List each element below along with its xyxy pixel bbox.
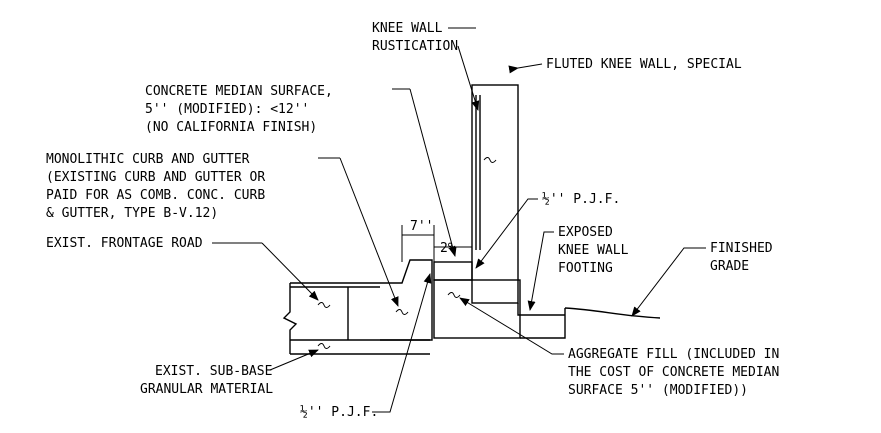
footing-and-grade [517,303,661,339]
svg-text:GRANULAR MATERIAL: GRANULAR MATERIAL [140,382,273,397]
svg-text:SURFACE 5'' (MODIFIED)): SURFACE 5'' (MODIFIED)) [568,383,748,398]
label-exposed-footing: EXPOSED KNEE WALL FOOTING [527,225,629,311]
dimension-7in: 7'' [401,219,435,262]
curb-and-gutter [380,259,433,341]
knee-wall [471,84,519,304]
svg-text:MONOLITHIC CURB AND GUTTER: MONOLITHIC CURB AND GUTTER [46,152,250,167]
granular-symbol [317,343,331,349]
svg-text:FLUTED KNEE WALL, SPECIAL: FLUTED KNEE WALL, SPECIAL [546,57,742,72]
svg-text:THE COST OF CONCRETE MEDIAN: THE COST OF CONCRETE MEDIAN [568,365,779,380]
svg-text:PAID FOR AS COMB. CONC. CURB: PAID FOR AS COMB. CONC. CURB [46,188,265,203]
svg-text:KNEE WALL: KNEE WALL [558,243,629,258]
label-knee-wall-rustication: KNEE WALL RUSTICATION [372,21,480,111]
svg-text:& GUTTER, TYPE B-V.12): & GUTTER, TYPE B-V.12) [46,206,218,221]
label-finished-grade: FINISHED GRADE [631,241,773,317]
svg-text:EXIST. FRONTAGE ROAD: EXIST. FRONTAGE ROAD [46,236,203,251]
dimension-7-label: 7'' [410,219,433,234]
svg-text:CONCRETE MEDIAN SURFACE,: CONCRETE MEDIAN SURFACE, [145,84,333,99]
svg-text:½'' P.J.F.: ½'' P.J.F. [542,192,620,207]
svg-text:EXIST. SUB-BASE: EXIST. SUB-BASE [155,364,272,379]
svg-text:AGGREGATE FILL (INCLUDED IN: AGGREGATE FILL (INCLUDED IN [568,347,779,362]
svg-text:FOOTING: FOOTING [558,261,613,276]
concrete-symbol [317,302,331,308]
svg-text:RUSTICATION: RUSTICATION [372,39,458,54]
label-monolithic-curb: MONOLITHIC CURB AND GUTTER (EXISTING CUR… [46,152,399,307]
frontage-road-slab [282,282,430,355]
svg-text:(NO CALIFORNIA FINISH): (NO CALIFORNIA FINISH) [145,120,317,135]
svg-text:FINISHED: FINISHED [710,241,773,256]
svg-text:½'' P.J.F.: ½'' P.J.F. [300,405,378,420]
svg-text:EXPOSED: EXPOSED [558,225,613,240]
label-fluted-knee-wall: FLUTED KNEE WALL, SPECIAL [508,57,742,74]
label-concrete-median: CONCRETE MEDIAN SURFACE, 5'' (MODIFIED):… [145,84,457,257]
label-sub-base: EXIST. SUB-BASE GRANULAR MATERIAL [140,349,319,397]
svg-text:GRADE: GRADE [710,259,749,274]
svg-text:KNEE WALL: KNEE WALL [372,21,443,36]
label-pjf-top: ½'' P.J.F. [475,192,620,269]
svg-text:(EXISTING CURB AND GUTTER OR: (EXISTING CURB AND GUTTER OR [46,170,265,185]
label-frontage-road: EXIST. FRONTAGE ROAD [46,236,319,301]
svg-text:5'' (MODIFIED): <12'': 5'' (MODIFIED): <12'' [145,102,309,117]
label-aggregate-fill: AGGREGATE FILL (INCLUDED IN THE COST OF … [459,297,779,398]
label-pjf-bottom: ½'' P.J.F. [300,273,432,420]
